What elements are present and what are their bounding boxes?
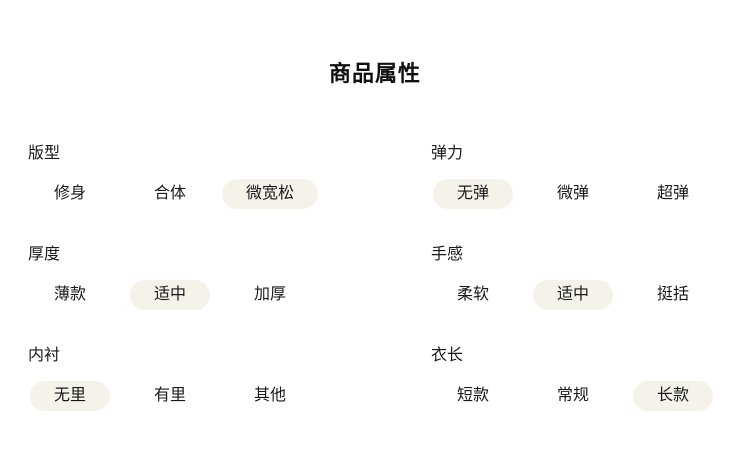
attribute-group-label: 厚度	[28, 246, 61, 263]
attribute-option[interactable]: 无弹	[423, 179, 523, 209]
attribute-option-label: 适中	[532, 280, 613, 310]
attribute-option[interactable]: 微弹	[523, 179, 623, 209]
attribute-group-elasticity: 弹力 无弹 微弹 超弹	[423, 143, 730, 209]
attribute-option[interactable]: 其他	[220, 381, 320, 411]
attribute-option-label: 有里	[153, 387, 186, 404]
options-row: 短款 常规 长款	[423, 381, 730, 411]
attribute-option[interactable]: 短款	[423, 381, 523, 411]
attribute-option[interactable]: 薄款	[20, 280, 120, 310]
options-row: 柔软 适中 挺括	[423, 280, 730, 310]
attribute-option-label: 微弹	[556, 185, 589, 202]
attribute-option[interactable]: 有里	[120, 381, 220, 411]
attribute-option[interactable]: 长款	[623, 381, 723, 411]
attribute-option[interactable]: 合体	[120, 179, 220, 209]
attribute-option-label: 微宽松	[221, 179, 318, 209]
attribute-option[interactable]: 适中	[523, 280, 623, 310]
attribute-group-label: 版型	[28, 145, 61, 162]
attribute-group-feel: 手感 柔软 适中 挺括	[423, 244, 730, 310]
options-row: 无弹 微弹 超弹	[423, 179, 730, 209]
page-title: 商品属性	[328, 61, 421, 86]
attribute-option-label: 长款	[632, 381, 713, 411]
attribute-option[interactable]: 加厚	[220, 280, 320, 310]
attribute-option-label: 加厚	[253, 286, 286, 303]
attribute-option-label: 常规	[556, 387, 589, 404]
attribute-option[interactable]: 挺括	[623, 280, 723, 310]
attribute-group-thickness: 厚度 薄款 适中 加厚	[20, 244, 423, 310]
attribute-option-label: 其他	[253, 387, 286, 404]
attribute-option-label: 合体	[153, 185, 186, 202]
attribute-option[interactable]: 柔软	[423, 280, 523, 310]
attribute-option[interactable]: 常规	[523, 381, 623, 411]
attribute-option[interactable]: 超弹	[623, 179, 723, 209]
attribute-option-label: 超弹	[656, 185, 689, 202]
attribute-groups: 版型 修身 合体 微宽松 弹力 无弹 微弹 超弹 厚度 薄款 适中 加厚	[0, 143, 750, 411]
attribute-group-garment-length: 衣长 短款 常规 长款	[423, 345, 730, 411]
attribute-option[interactable]: 修身	[20, 179, 120, 209]
options-row: 薄款 适中 加厚	[20, 280, 423, 310]
attribute-option-label: 短款	[456, 387, 489, 404]
attribute-option[interactable]: 微宽松	[220, 179, 320, 209]
attribute-group-lining: 内衬 无里 有里 其他	[20, 345, 423, 411]
attribute-option-label: 挺括	[656, 286, 689, 303]
attribute-option-label: 适中	[129, 280, 210, 310]
attribute-option[interactable]: 适中	[120, 280, 220, 310]
attribute-option[interactable]: 无里	[20, 381, 120, 411]
attribute-group-fit: 版型 修身 合体 微宽松	[20, 143, 423, 209]
attribute-option-label: 无弹	[432, 179, 513, 209]
options-row: 无里 有里 其他	[20, 381, 423, 411]
attribute-option-label: 无里	[29, 381, 110, 411]
attribute-group-label: 弹力	[431, 145, 464, 162]
attribute-group-label: 内衬	[28, 347, 61, 364]
attribute-group-label: 衣长	[431, 347, 464, 364]
attribute-option-label: 修身	[53, 185, 86, 202]
options-row: 修身 合体 微宽松	[20, 179, 423, 209]
attribute-option-label: 薄款	[53, 286, 86, 303]
attribute-group-label: 手感	[431, 246, 464, 263]
attribute-option-label: 柔软	[456, 286, 489, 303]
